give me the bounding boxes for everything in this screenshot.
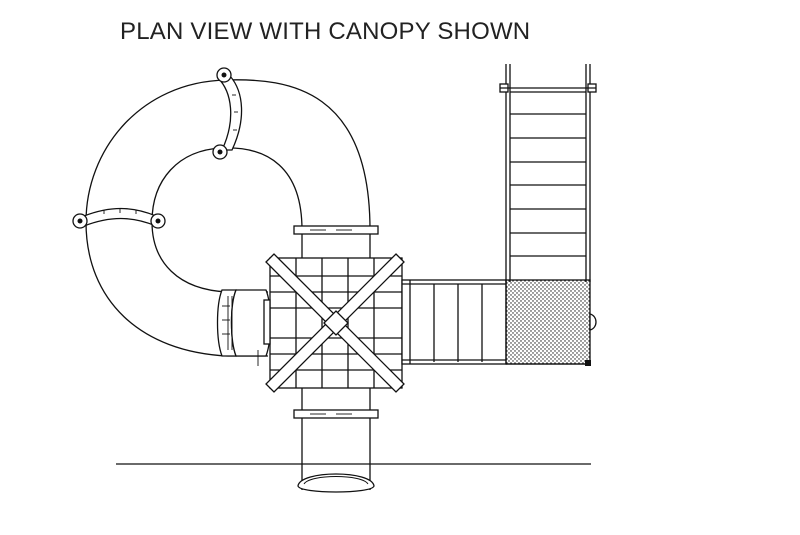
platform-bridge [401,279,507,365]
spiral-tube-slide [72,67,371,357]
canopy-deck [257,253,405,393]
drawing-title: PLAN VIEW WITH CANOPY SHOWN [120,18,531,45]
tube-barrel-segment [216,289,272,357]
stippled-landing [505,279,597,366]
tube-clamp-left [72,207,166,229]
canopy-cross-brace [265,253,405,393]
tube-clamp-top [212,67,243,160]
stair-ladder [499,64,597,282]
chute-exit-lip [297,473,375,493]
